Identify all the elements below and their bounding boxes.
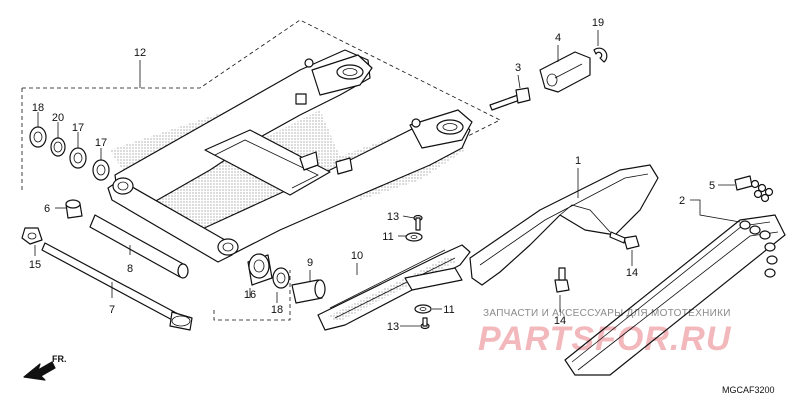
callout-13-upper: 13 [387, 211, 399, 223]
watermark-logo: PARTSFOR.RU [478, 320, 732, 358]
callouts: 12 18 20 17 17 6 8 15 7 16 18 9 10 13 11… [29, 17, 715, 333]
dust-seal-18-left [29, 126, 47, 148]
bearing-17-outer [69, 147, 87, 169]
callout-14-right: 14 [626, 267, 638, 279]
pivot-tube-8 [89, 214, 189, 279]
callout-12: 12 [134, 47, 146, 59]
callout-11-upper: 11 [382, 231, 393, 243]
callout-8: 8 [127, 263, 133, 275]
watermark: ЗАПЧАСТИ И АКСЕССУАРЫ ДЛЯ МОТОТЕХНИКИ PA… [478, 308, 732, 358]
callout-11-lower: 11 [443, 304, 454, 316]
callout-7: 7 [109, 304, 115, 316]
clip-19 [593, 30, 608, 63]
callout-10: 10 [351, 250, 363, 262]
callout-6: 6 [44, 203, 50, 215]
callout-18-left: 18 [32, 102, 44, 114]
callout-16: 16 [244, 289, 256, 301]
callout-17-outer: 17 [72, 122, 84, 134]
front-direction-arrow: FR. [23, 354, 67, 381]
callout-17-inner: 17 [95, 137, 107, 149]
adjusting-bolt-3 [489, 74, 531, 111]
dust-seal-18-right [272, 267, 290, 303]
callout-15: 15 [29, 259, 41, 271]
callout-3: 3 [515, 62, 521, 74]
callout-5: 5 [709, 180, 715, 192]
callout-1: 1 [575, 155, 581, 167]
callout-20: 20 [52, 112, 64, 124]
pivot-bolt-7 [41, 242, 193, 331]
slider-collar-9 [291, 270, 326, 304]
swingarm-assembly-outline [21, 19, 501, 321]
chain-links [739, 220, 778, 278]
circlip-20 [50, 137, 66, 157]
callout-2: 2 [679, 195, 685, 207]
callout-18-right: 18 [271, 304, 283, 316]
chain-adjuster-4 [539, 45, 591, 93]
screw-13-upper [402, 214, 423, 231]
swingarm [107, 49, 473, 263]
callout-4: 4 [555, 32, 561, 44]
screw-13-lower [400, 317, 430, 330]
callout-13-lower: 13 [387, 321, 399, 333]
bolt-14-right [609, 231, 640, 266]
diagram-code: MGCAF3200 [722, 385, 775, 395]
front-direction-label: FR. [52, 354, 67, 364]
bolt-14-center [554, 267, 570, 312]
bearing-17-inner [92, 159, 110, 181]
callout-14-center: 14 [554, 315, 566, 327]
pivot-collar-6 [55, 199, 83, 219]
callout-9: 9 [307, 257, 313, 269]
drive-chain-2 [564, 199, 786, 376]
washer-11-lower [414, 304, 442, 314]
chain-slider-10 [317, 244, 471, 331]
pivot-nut-15 [21, 227, 43, 256]
needle-bearing-16 [247, 253, 273, 298]
washer-11-upper [398, 232, 423, 242]
chain-case-1 [469, 164, 659, 286]
watermark-caption: ЗАПЧАСТИ И АКСЕССУАРЫ ДЛЯ МОТОТЕХНИКИ [483, 308, 731, 319]
chain-joint-5 [718, 175, 774, 203]
left-bearing-stack [29, 112, 110, 181]
callout-19: 19 [592, 17, 604, 29]
